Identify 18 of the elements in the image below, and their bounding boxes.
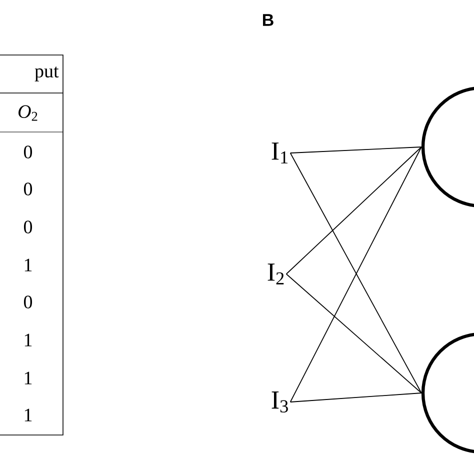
table-header: O$_{2}$ (18, 105, 38, 121)
connection-line (286, 274, 422, 394)
table-cell: 1 (24, 408, 32, 422)
connection-line (286, 146, 422, 274)
connection-line (290, 146, 422, 154)
panel-letter: B (263, 14, 274, 26)
table-cell: 0 (24, 146, 32, 158)
connection-line (290, 392, 422, 402)
table-cell: 1 (24, 372, 32, 384)
table-cell: 0 (24, 220, 32, 234)
input-label: I$_{3}$ (272, 392, 288, 412)
input-label: I$_{1}$ (272, 142, 288, 164)
table-cell: 1 (24, 334, 32, 346)
table-cell: 0 (24, 296, 32, 308)
input-label: I$_{2}$ (268, 264, 284, 284)
table-cell: 0 (24, 182, 32, 196)
table-header: put (34, 66, 59, 82)
table-cell: 1 (24, 258, 32, 272)
